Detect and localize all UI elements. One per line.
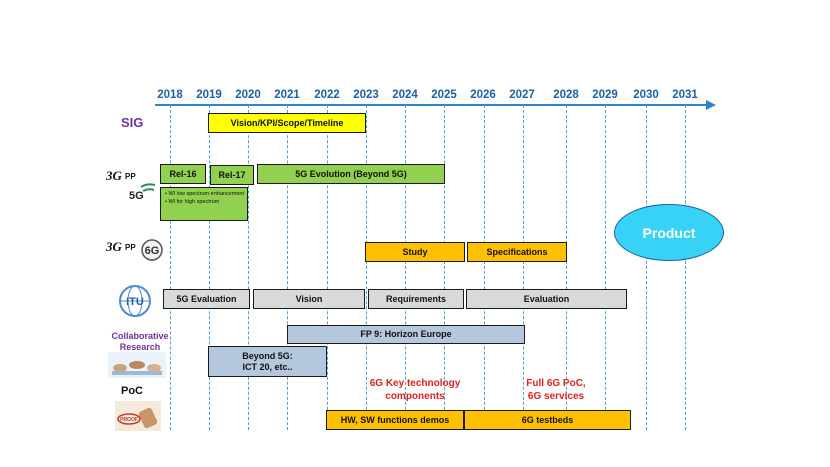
collab-label-line1: Collaborative (111, 331, 169, 341)
beyond5g-line2: ICT 20, etc.. (242, 361, 293, 372)
wi-high-text: WI for high spectrum (168, 199, 220, 205)
wi-bullet-box: • WI low spectrum enhancement • WI for h… (160, 187, 248, 221)
bar-fp9-horizon-europe: FP 9: Horizon Europe (287, 325, 525, 344)
bar-itu-requirements: Requirements (368, 289, 464, 309)
full-poc-line2: 6G services (527, 391, 585, 402)
handshake-icon (108, 352, 166, 378)
timeline-arrowhead (706, 100, 716, 110)
threegpp-5g-logo: 3G PP 5G (105, 167, 156, 203)
full-poc-line1: Full 6G PoC, (526, 378, 586, 389)
wi-high-item: • WI for high spectrum (165, 199, 220, 205)
threegpp-6g-logo: 3G PP 6G (105, 236, 165, 266)
wi-low-item: • WI low spectrum enhancement (165, 191, 244, 197)
itu-text: ITU (126, 296, 144, 308)
threegpp-6g-text: 6G (145, 245, 160, 257)
year-label: 2023 (353, 89, 379, 101)
bar-sig-vision: Vision/KPI/Scope/Timeline (208, 113, 366, 133)
threegpp-logo-icon: 3G PP 5G (105, 168, 156, 202)
year-gridline (327, 105, 328, 430)
year-gridline (685, 105, 686, 430)
proof-stamp-icon: PROOF (115, 401, 161, 431)
year-gridline (484, 105, 485, 430)
year-label: 2019 (196, 89, 222, 101)
bar-hw-sw-demos: HW, SW functions demos (326, 410, 464, 430)
product-ellipse: Product (614, 204, 724, 261)
year-label: 2031 (672, 89, 698, 101)
year-label: 2029 (592, 89, 618, 101)
bar-5g-evolution: 5G Evolution (Beyond 5G) (257, 164, 445, 184)
year-gridline (566, 105, 567, 430)
year-label: 2020 (235, 89, 261, 101)
wi-low-text: WI low spectrum enhancement (168, 191, 244, 197)
year-gridline (444, 105, 445, 430)
bar-itu-evaluation: Evaluation (466, 289, 627, 309)
year-label: 2027 (509, 89, 535, 101)
itu-globe-icon: ITU (119, 285, 151, 317)
threegpp-6g-icon: 3G PP 6G (105, 239, 163, 261)
row-label-poc: PoC (121, 385, 143, 397)
year-label: 2018 (157, 89, 183, 101)
beyond5g-line1: Beyond 5G: (242, 350, 293, 361)
threegpp-5g-text: 5G (129, 190, 144, 202)
year-gridline (248, 105, 249, 430)
row-label-sig: SIG (121, 115, 144, 130)
key-tech-line2: components (385, 391, 445, 402)
collab-label-line2: Research (119, 342, 161, 352)
bar-rel16: Rel-16 (160, 164, 206, 184)
bar-specifications: Specifications (467, 242, 567, 262)
svg-text:PP: PP (125, 243, 136, 252)
year-label: 2026 (470, 89, 496, 101)
bar-6g-testbeds: 6G testbeds (464, 410, 631, 430)
bar-rel17: Rel-17 (210, 165, 254, 185)
bar-study: Study (365, 242, 465, 262)
svg-text:PP: PP (125, 172, 136, 181)
svg-text:3G: 3G (105, 239, 123, 254)
annotation-full-poc: Full 6G PoC, 6G services (510, 377, 602, 403)
svg-text:3G: 3G (105, 168, 123, 183)
bar-itu-vision: Vision (253, 289, 365, 309)
year-label: 2025 (431, 89, 457, 101)
poc-image-text: PROOF (120, 417, 138, 423)
year-label: 2021 (274, 89, 300, 101)
year-label: 2030 (633, 89, 659, 101)
row-label-collab: Collaborative Research (110, 331, 170, 353)
year-gridline (170, 105, 171, 430)
annotation-key-technology: 6G Key technology components (360, 377, 470, 403)
key-tech-line1: 6G Key technology (369, 378, 461, 389)
year-label: 2028 (553, 89, 579, 101)
year-gridline (287, 105, 288, 430)
year-gridline (605, 105, 606, 430)
timeline-axis (155, 104, 708, 106)
collaboration-image (108, 352, 166, 378)
poc-image: PROOF (115, 401, 161, 431)
bar-beyond-5g: Beyond 5G: ICT 20, etc.. (208, 346, 327, 377)
year-gridline (405, 105, 406, 430)
year-gridline (209, 105, 210, 430)
itu-logo: ITU (115, 284, 155, 318)
year-gridline (366, 105, 367, 430)
year-gridline (646, 105, 647, 430)
bar-itu-5g-evaluation: 5G Evaluation (163, 289, 250, 309)
year-label: 2022 (314, 89, 340, 101)
year-label: 2024 (392, 89, 418, 101)
year-gridline (523, 105, 524, 430)
